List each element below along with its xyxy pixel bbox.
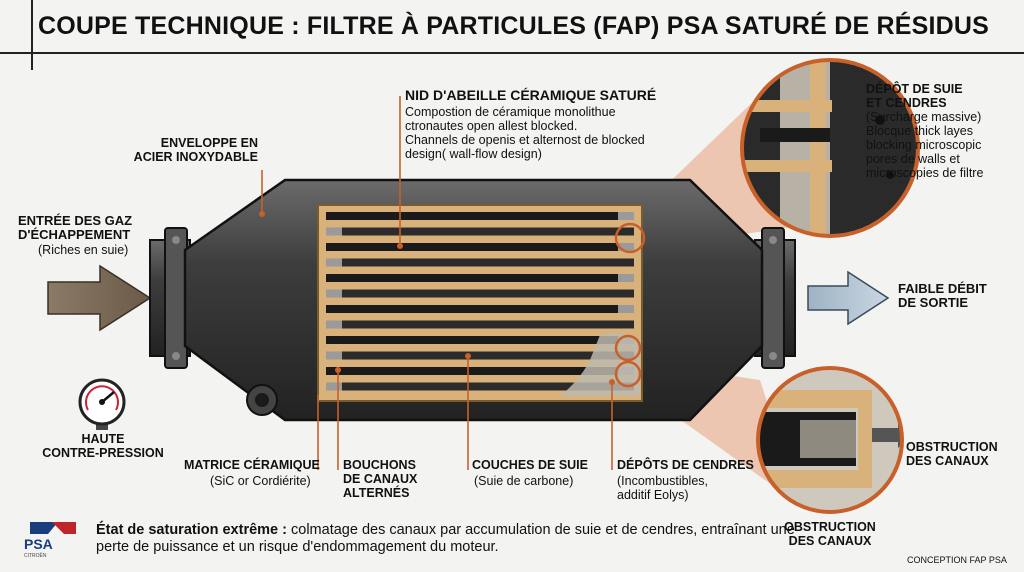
outlet-arrow xyxy=(807,270,890,326)
psa-logo xyxy=(30,522,76,534)
channel xyxy=(326,274,634,282)
credit: CONCEPTION FAP PSA xyxy=(907,555,1007,565)
pressure-gauge-icon xyxy=(78,378,126,430)
channel xyxy=(326,227,634,236)
ash-sub: (Incombustibles,additif Eolys) xyxy=(617,474,709,502)
channel xyxy=(326,305,634,313)
channel xyxy=(326,243,634,251)
channel-plug xyxy=(326,258,342,267)
inlet-sub: (Riches en suie) xyxy=(38,243,129,257)
highlight-circle-mid xyxy=(614,334,642,362)
matrix-label: MATRICE CÉRAMIQUE xyxy=(184,458,320,472)
soot-layers-sub: (Suie de carbone) xyxy=(474,474,574,488)
zoom-soot-detail xyxy=(742,60,918,236)
title-rule xyxy=(0,52,1024,54)
channel xyxy=(326,382,634,391)
page-title: COUPE TECHNIQUE : FILTRE À PARTICULES (F… xyxy=(38,12,990,40)
logo-block: PSA CITROËN xyxy=(24,522,76,562)
channel-plug xyxy=(618,305,634,313)
inlet-arrow xyxy=(47,264,152,332)
channel xyxy=(326,367,634,375)
logo-sub: CITROËN xyxy=(24,553,47,559)
zoom-circle-top xyxy=(740,58,920,238)
channel-plug xyxy=(618,274,634,282)
channel-plug xyxy=(326,382,342,391)
channel-plug xyxy=(326,351,342,360)
soot-layers-label: COUCHES DE SUIE xyxy=(472,458,588,472)
channel-plug xyxy=(326,227,342,236)
ash-label: DÉPÔTS DE CENDRES xyxy=(617,458,754,472)
ash-deposit-zone xyxy=(560,333,640,396)
honeycomb-desc: Compostion de céramique monolithue ctron… xyxy=(405,105,645,161)
channel xyxy=(326,289,634,298)
honeycomb-title: NID D'ABEILLE CÉRAMIQUE SATURÉ xyxy=(405,87,657,103)
channel-plug xyxy=(326,289,342,298)
logo-text: PSA xyxy=(24,536,53,552)
inlet-flange xyxy=(164,227,188,369)
filter-channels xyxy=(326,212,634,391)
highlight-circle-top xyxy=(614,222,646,254)
title-tick xyxy=(31,0,33,70)
channel xyxy=(326,212,634,220)
channel-plug xyxy=(618,243,634,251)
footer-body: colmatage des canaux par accumulation de… xyxy=(96,522,795,555)
channel-plug xyxy=(326,320,342,329)
channel xyxy=(326,320,634,329)
channel xyxy=(326,336,634,344)
highlight-circle-low xyxy=(614,360,642,388)
outlet-flange xyxy=(761,227,785,369)
footer-bold: État de saturation extrême : xyxy=(96,522,287,538)
channel-plug xyxy=(618,212,634,220)
channel xyxy=(326,258,634,267)
matrix-sub: (SiC or Cordiérite) xyxy=(210,474,311,488)
footer-text: État de saturation extrême : colmatage d… xyxy=(96,522,796,556)
channel xyxy=(326,351,634,360)
zoom-circle-bottom xyxy=(756,366,904,514)
zoom-obstruction-detail xyxy=(758,368,902,512)
soot-deposit-desc: (Surcharge massive) Blocque thick layes … xyxy=(866,110,984,180)
